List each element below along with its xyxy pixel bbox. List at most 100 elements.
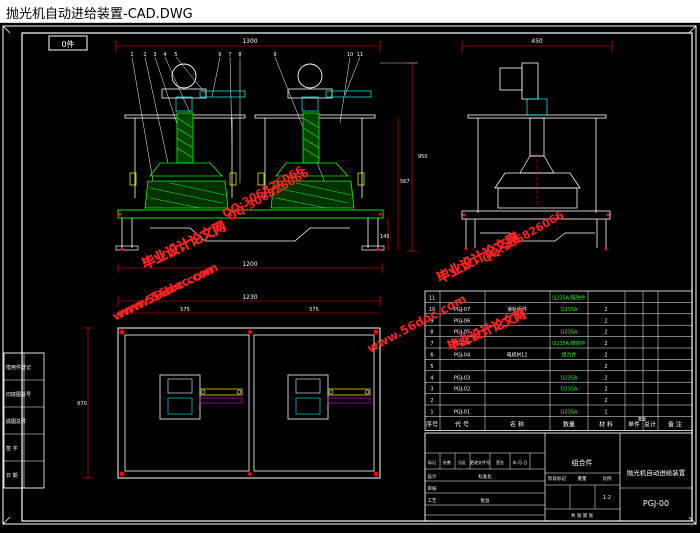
balloon-label: 4 [163,52,166,58]
bom-cell-no: 1 [430,410,433,416]
sheet-outer-frame [2,25,697,525]
title-material: 组合件 [572,458,593,467]
bom-header: 总计 [644,420,656,428]
feed-screw-left [199,90,246,98]
polisher-unit-right [254,63,376,209]
bom-cell-material: Q235A [561,375,578,381]
corner-marks [2,25,697,525]
window-titlebar: 抛光机自动进给装置-CAD.DWG [0,0,700,23]
motor-left [171,63,197,89]
bom-cell-no: 3 [430,387,433,393]
side-base-frame [461,210,611,220]
stamp-label: 底图总号 [6,418,26,425]
title-block: 组合件抛光机自动进给装置PGJ-00阶段标记重量比例1:2共 张 第 张标记处数… [424,432,693,522]
rev-header: 签名 [496,459,504,465]
bom-header: 材 料 [599,420,613,428]
bom-cell-no: 7 [430,341,433,347]
title-stage-header: 阶段标记 [548,475,566,482]
balloon-label: 3 [153,52,156,58]
bom-cell-code: PGJ-02 [454,387,470,393]
bom-cell-no: 11 [429,296,435,302]
dim-height-mid: 567 [400,179,410,185]
title-role: 工艺 [428,498,437,504]
watermark-text: QQ:306826066 [480,208,566,265]
side-view: 450 [461,38,613,251]
bom-cell-code: PGJ-03 [454,375,470,381]
title-role: 审核 [428,485,437,492]
bom-cell-qty: 2 [604,353,607,359]
plan-view: 1230 575 575 670 [77,294,381,479]
bom-cell-no: 8 [430,330,433,336]
bom-cell-code: PGJ-07 [454,307,470,313]
balloon-label: 7 [228,52,231,58]
title-sheets: 共 张 第 张 [571,512,594,519]
title-scale-header: 比例 [603,475,612,482]
stamp-label: 日 期 [6,473,18,479]
bom-cell-qty: 2 [604,398,607,404]
dim-side-width: 450 [531,38,543,45]
stamp-label: 签 字 [6,445,18,452]
balloon-leaders [131,56,361,196]
sheet-tag-box [48,35,88,51]
bom-cell-material: Q235A [561,307,578,313]
title-scale: 1:2 [603,495,611,501]
rev-header: 分区 [458,459,466,465]
rev-header: 标记 [428,459,436,465]
rev-header: 更改文件号 [470,459,490,465]
title-weight-header: 重量 [578,475,587,482]
bom-header: 名 称 [510,420,524,428]
stamp-label: 借用件登记 [6,364,31,371]
bom-cell-code: PGJ-04 [454,341,470,347]
dim-plan-width: 1230 [242,294,257,301]
bom-cell-material: Q235A [561,330,578,336]
bom-weight-header: 重量 [638,415,646,421]
sheet-tag: 0件 [61,39,74,49]
bom-cell-no: 5 [430,364,433,370]
bom-header: 代 号 [455,420,469,428]
balloon-label: 5 [174,52,177,58]
spindle-left [176,112,194,164]
bom-cell-no: 9 [430,318,433,324]
sheet-inner-frame [21,32,693,522]
balloon-label: 1 [130,52,133,58]
bom-cell-qty: 2 [604,387,607,393]
title-part-name: 抛光机自动进给装置 [627,468,686,477]
bom-cell-code: PGJ-05 [454,330,470,336]
bom-header: 数量 [563,420,575,428]
bom-cell-code: PGJ-06 [454,318,470,324]
balloon-label: 9 [273,52,276,58]
dim-front-base: 1200 [242,261,257,268]
bom-cell-material: 组合件 [561,352,576,359]
side-spindle [529,117,545,157]
title-part-code: PGJ-00 [643,499,669,508]
bom-cell-material: Q235A [561,387,578,393]
front-base-frame [117,209,384,219]
bom-cell-qty: 2 [604,375,607,381]
window-title: 抛光机自动进给装置-CAD.DWG [6,7,193,22]
spindle-right [302,112,320,164]
stamp-label: 旧底图总号 [6,391,31,398]
bom-cell-material: Q235A [561,410,578,416]
plan-head-right [287,374,329,420]
title-approve: 批准 [481,497,490,504]
bom-cell-qty: 2 [604,330,607,336]
dim-plan-half-left: 575 [180,307,190,313]
rev-header: 年.月.日 [513,459,528,465]
title-std-header: 标准化 [478,473,492,480]
bom-cell-qty: 2 [604,364,607,370]
dim-front-width: 1300 [242,38,257,45]
bom-cell-no: 10 [429,307,435,313]
bom-cell-code: PGJ-01 [454,410,470,416]
bom-cell-code: PGJ-04 [454,353,470,359]
balloon-label: 8 [238,52,241,58]
balloon-label: 2 [143,52,146,58]
side-motor [499,67,523,91]
dim-height-low: 145 [380,234,390,240]
bom-cell-qty: 2 [604,341,607,347]
dim-height-total: 950 [418,154,428,160]
